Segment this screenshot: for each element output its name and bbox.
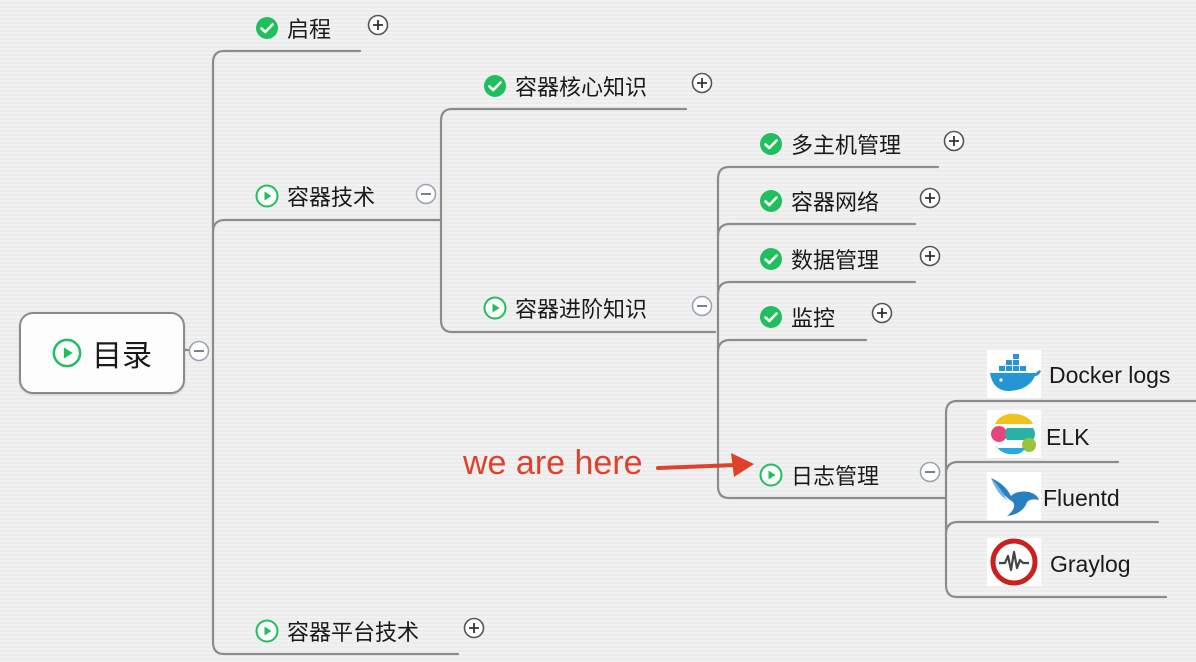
node-rizhi[interactable]: 日志管理 <box>759 459 879 491</box>
play-icon <box>52 338 82 368</box>
node-hexin[interactable]: 容器核心知识 <box>483 70 647 102</box>
node-label: 多主机管理 <box>791 134 902 159</box>
expand-button[interactable] <box>943 130 965 152</box>
check-icon <box>760 306 782 328</box>
play-icon <box>759 463 783 487</box>
node-label: 容器核心知识 <box>515 76 648 101</box>
expand-button[interactable] <box>691 72 713 94</box>
fluentd-logo-icon <box>987 472 1041 520</box>
node-shuju[interactable]: 数据管理 <box>759 243 879 275</box>
tool-graylog-label[interactable]: Graylog <box>1050 551 1131 577</box>
expand-button[interactable] <box>367 14 389 36</box>
node-label: 启程 <box>287 18 332 43</box>
node-wangluo[interactable]: 容器网络 <box>759 185 879 217</box>
tool-elk-label[interactable]: ELK <box>1046 424 1090 450</box>
graylog-logo-icon <box>987 538 1041 586</box>
node-label: 日志管理 <box>791 465 880 490</box>
check-icon <box>484 75 506 97</box>
node-label: 容器进阶知识 <box>515 298 648 323</box>
node-label: 容器技术 <box>287 186 376 211</box>
node-pingtai[interactable]: 容器平台技术 <box>255 615 419 647</box>
connector-trunk-2 <box>439 107 454 334</box>
node-label: 数据管理 <box>791 249 880 274</box>
expand-button[interactable] <box>919 245 941 267</box>
connector-trunk-4 <box>944 399 959 599</box>
expand-button[interactable] <box>463 617 485 639</box>
expand-button[interactable] <box>871 302 893 324</box>
docker-logo-icon <box>987 350 1041 398</box>
node-duozhuji[interactable]: 多主机管理 <box>759 128 901 160</box>
node-label: 容器平台技术 <box>287 621 420 646</box>
collapse-button[interactable] <box>415 183 437 205</box>
node-rongqi-jishu[interactable]: 容器技术 <box>255 180 375 212</box>
check-icon <box>256 17 278 39</box>
check-icon <box>760 133 782 155</box>
root-node[interactable]: 目录 <box>19 312 185 394</box>
here-arrow <box>656 453 754 477</box>
elk-logo-icon <box>987 410 1041 458</box>
play-icon <box>255 184 279 208</box>
expand-button[interactable] <box>919 187 941 209</box>
play-icon <box>483 296 507 320</box>
node-jiankong[interactable]: 监控 <box>759 301 835 333</box>
play-icon <box>255 619 279 643</box>
tool-fluentd-label[interactable]: Fluentd <box>1043 485 1120 511</box>
root-label: 目录 <box>92 339 152 374</box>
node-qicheng[interactable]: 启程 <box>255 12 331 44</box>
connector-trunk-1 <box>211 49 226 656</box>
node-jinjie[interactable]: 容器进阶知识 <box>483 292 647 324</box>
collapse-button[interactable] <box>919 461 941 483</box>
we-are-here-annotation: we are here <box>463 444 643 482</box>
connector-trunk-3 <box>716 165 731 500</box>
tool-docker-label[interactable]: Docker logs <box>1049 362 1171 388</box>
node-label: 监控 <box>791 307 836 332</box>
node-label: 容器网络 <box>791 191 880 216</box>
check-icon <box>760 248 782 270</box>
collapse-root-button[interactable] <box>188 340 210 362</box>
check-icon <box>760 190 782 212</box>
collapse-button[interactable] <box>691 295 713 317</box>
